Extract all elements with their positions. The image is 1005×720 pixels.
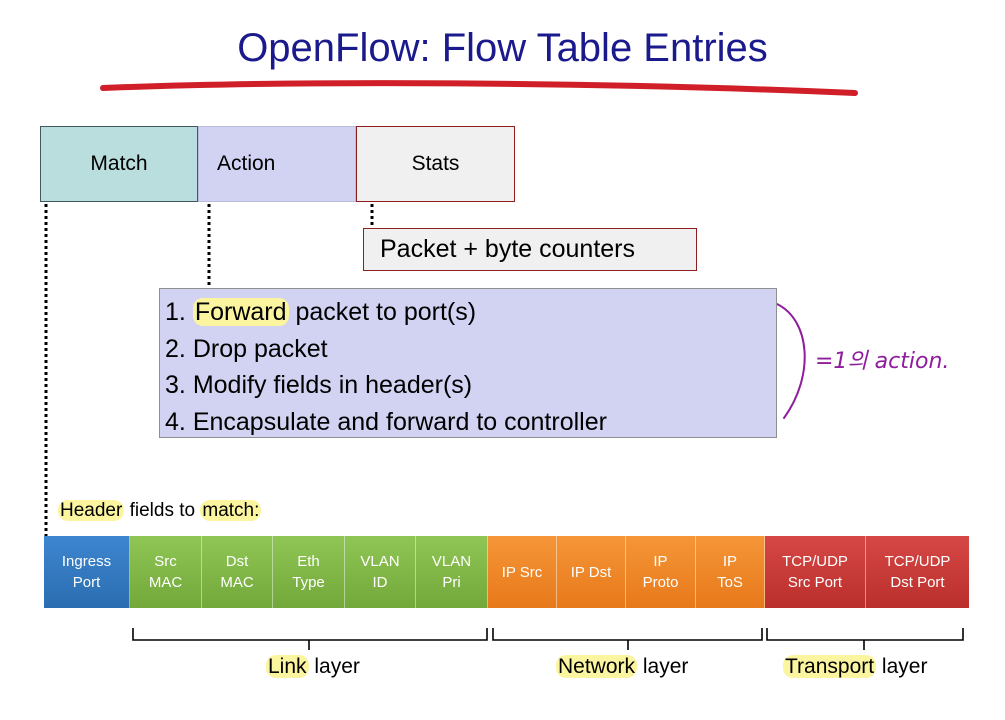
counters-box: Packet + byte counters (363, 228, 697, 271)
transport-layer-brace (766, 628, 964, 650)
action-text: Modify fields in header(s) (192, 371, 473, 399)
action-item-1: 1. Forward packet to port(s) (165, 294, 776, 331)
action-item-3: 3. Modify fields in header(s) (165, 367, 776, 404)
action-number: 4. (165, 407, 186, 436)
action-item-2: 2. Drop packet (165, 331, 776, 368)
action-number: 3. (165, 371, 186, 399)
action-text: Encapsulate and forward to controller (192, 407, 607, 436)
actions-list: 1. Forward packet to port(s) 2. Drop pac… (159, 288, 777, 438)
match-box: Match (40, 126, 198, 202)
highlighted-word: Forward (192, 298, 289, 326)
action-text: Drop packet (192, 334, 328, 363)
highlighted-word: Link (266, 655, 309, 678)
field-ip-dst: IP Dst (557, 536, 626, 608)
counters-label: Packet + byte counters (380, 235, 636, 263)
link-layer-brace (132, 628, 488, 650)
action-text: packet to port(s) (288, 298, 477, 326)
link-layer-label: Link layer (266, 655, 360, 678)
label-text: fields to (124, 500, 201, 521)
match-label: Match (90, 152, 148, 175)
network-layer-brace (492, 628, 763, 650)
action-box: Action (198, 126, 356, 202)
field-ip-src: IP Src (488, 536, 557, 608)
action-item-4: 4. Encapsulate and forward to controller (165, 404, 776, 441)
highlighted-word: Header (58, 500, 125, 521)
header-fields-label: Header fields to match: (58, 500, 262, 522)
highlighted-word: Network (556, 655, 638, 678)
stats-label: Stats (411, 152, 460, 175)
stats-box: Stats (356, 126, 515, 202)
network-layer-label: Network layer (556, 655, 689, 678)
transport-layer-label: Transport layer (783, 655, 928, 678)
page-title: OpenFlow: Flow Table Entries (237, 26, 768, 70)
action-label: Action (217, 152, 276, 175)
handwritten-annotation: =1의 action. (815, 349, 950, 374)
action-number: 1. (165, 298, 186, 326)
annotation-bracket (776, 303, 806, 419)
highlighted-word: Transport (783, 655, 877, 678)
highlighted-word: match: (200, 500, 262, 521)
red-marker-stroke (100, 80, 858, 96)
action-number: 2. (165, 334, 186, 363)
